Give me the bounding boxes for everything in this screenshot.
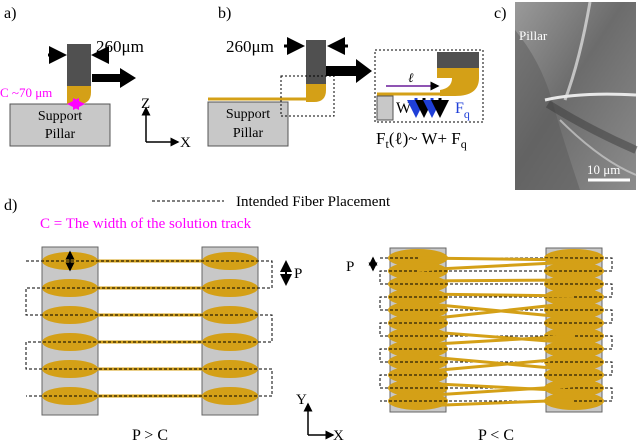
panel-d: d) Intended Fiber Placement C = The widt…	[4, 194, 613, 444]
nozzle	[67, 44, 91, 86]
solution-blob	[544, 353, 604, 371]
inset-drop	[437, 68, 479, 96]
support-pillar	[9, 103, 111, 147]
layout-p-less-c: P P < C	[346, 247, 613, 444]
panel-a: a) Support Pillar 260μm C ~70 μm Z X	[0, 5, 191, 151]
fiber	[417, 384, 575, 398]
fiber	[417, 398, 575, 408]
solution-blob	[544, 379, 604, 397]
solution-drop	[67, 86, 91, 104]
support-pillar-label-1: Support	[38, 109, 82, 124]
fiber	[417, 260, 575, 272]
panel-a-label: a)	[4, 5, 16, 22]
panel-b-label: b)	[218, 5, 231, 22]
ell-label: ℓ	[408, 70, 414, 85]
layout-p-greater-c: P P > C	[25, 246, 302, 444]
fiber	[417, 292, 575, 298]
dimension-label: 260μm	[96, 37, 144, 56]
panel-d-label: d)	[4, 197, 17, 214]
caption-p-less-c: P < C	[478, 427, 514, 444]
panel-c: c) Pillar 10 μm	[494, 1, 638, 190]
panel-c-label: c)	[494, 5, 506, 22]
axis-x-label: X	[333, 428, 344, 444]
solution-drop	[306, 84, 326, 102]
support-pillar-label-2: Pillar	[45, 127, 76, 142]
support-pillar	[207, 101, 289, 147]
fiber	[417, 381, 575, 393]
fiber	[417, 329, 575, 345]
fiber	[417, 301, 575, 322]
support-pillar-label-1: Support	[226, 107, 270, 122]
fiber	[417, 354, 575, 372]
axis-x-label: X	[180, 135, 191, 151]
motion-arrow	[92, 68, 136, 88]
dimension-label: 260μm	[226, 37, 274, 56]
pitch-label: P	[294, 266, 302, 282]
c-width-label: C ~70 μm	[0, 85, 52, 100]
pitch-label: P	[346, 259, 354, 275]
scale-bar-label: 10 μm	[587, 162, 620, 177]
motion-arrow	[326, 59, 372, 83]
sem-fiber	[544, 92, 637, 102]
w-label: W	[396, 100, 412, 117]
c-definition: C = The width of the solution track	[40, 216, 252, 232]
legend-label: Intended Fiber Placement	[236, 194, 391, 210]
solution-blob	[388, 262, 448, 280]
fiber	[417, 334, 575, 347]
sem-edge	[559, 119, 637, 176]
force-equation: Ft(ℓ)~ W+ Fq	[376, 129, 467, 151]
sem-ridge	[563, 1, 592, 101]
sem-dark-band	[545, 100, 638, 154]
inset-box	[374, 49, 484, 123]
panel-b: b) Support Pillar 260μm ℓ W	[207, 5, 484, 151]
support-pillar-label-2: Pillar	[233, 126, 264, 141]
fiber	[417, 356, 575, 374]
sem-pillar-label: Pillar	[519, 28, 548, 43]
force-arrows	[407, 98, 449, 118]
nozzle	[306, 40, 326, 84]
fiber	[417, 256, 575, 262]
fiber	[417, 278, 575, 283]
zoom-region	[280, 75, 335, 117]
sem-shadow	[515, 30, 580, 190]
fq-label: Fq	[455, 100, 470, 121]
axis-y-label: Y	[296, 392, 307, 408]
intended-placement-path	[25, 260, 273, 397]
axis-z-label: Z	[141, 96, 150, 112]
solution-blob	[388, 288, 448, 306]
intended-placement-path	[379, 257, 613, 402]
caption-p-greater-c: P > C	[132, 427, 168, 444]
inset-nozzle	[437, 52, 479, 68]
inset-pillar	[376, 95, 394, 121]
